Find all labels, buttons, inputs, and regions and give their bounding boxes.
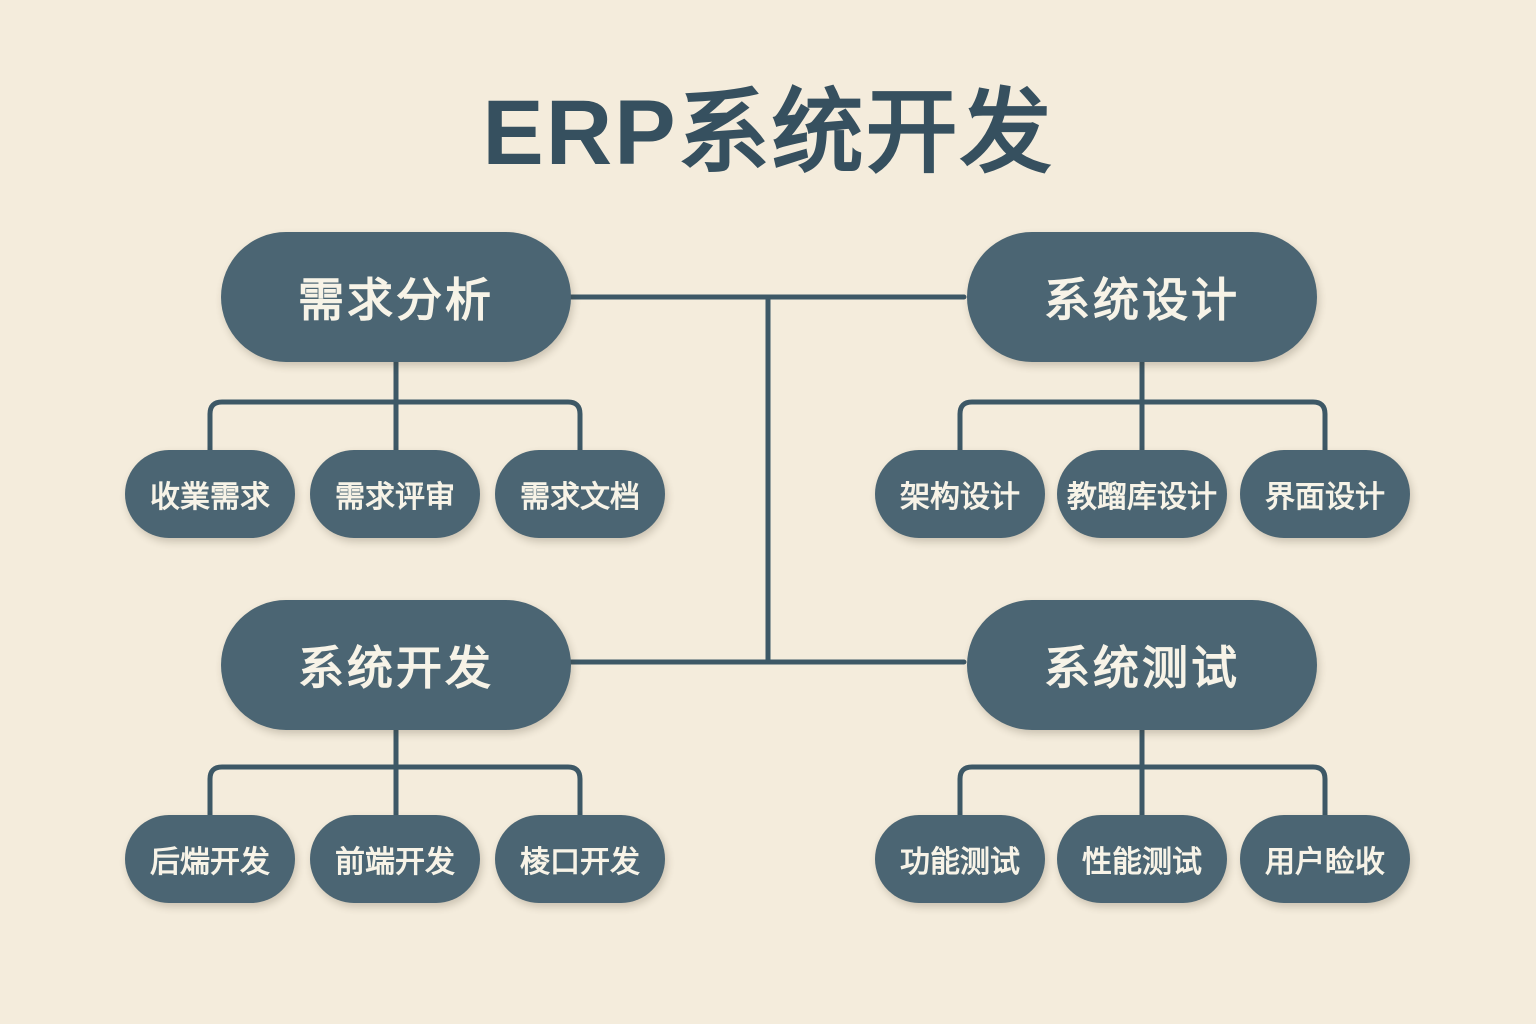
node-database-design: 教蹓库设计 (1057, 450, 1227, 538)
node-label: 性能测试 (1082, 846, 1202, 879)
node-system-development: 系统开发 (221, 600, 571, 730)
node-system-design: 系统设计 (967, 232, 1317, 362)
node-label: 系统测试 (1044, 642, 1240, 694)
node-requirements-review: 需求评审 (310, 450, 480, 538)
node-api-development: 棱口开发 (495, 815, 665, 903)
node-label: 需求文档 (520, 481, 640, 514)
node-collect-requirements: 收業需求 (125, 450, 295, 538)
node-interface-design: 界面设计 (1240, 450, 1410, 538)
node-system-testing: 系统测试 (967, 600, 1317, 730)
node-label: 棱口开发 (520, 846, 640, 879)
node-label: 用户睑收 (1265, 846, 1385, 879)
node-frontend-development: 前端开发 (310, 815, 480, 903)
node-label: 系统设计 (1044, 274, 1240, 326)
node-architecture-design: 架构设计 (875, 450, 1045, 538)
node-label: 需求评审 (335, 481, 455, 514)
node-performance-testing: 性能测试 (1057, 815, 1227, 903)
node-label: 教蹓库设计 (1067, 481, 1217, 514)
node-user-acceptance: 用户睑收 (1240, 815, 1410, 903)
page-title: ERP系统开发 (482, 82, 1054, 184)
node-label: 收業需求 (150, 481, 270, 514)
node-functional-testing: 功能测试 (875, 815, 1045, 903)
bracket-branch-0 (207, 399, 583, 453)
node-requirements-document: 需求文档 (495, 450, 665, 538)
node-label: 前端开发 (335, 846, 455, 879)
node-label: 界面设计 (1265, 481, 1385, 514)
node-label: 后煓开发 (150, 846, 270, 879)
node-label: 需求分析 (298, 274, 494, 326)
node-label: 系统开发 (298, 642, 494, 694)
node-label: 功能测试 (900, 846, 1020, 879)
bracket-branch-3 (957, 764, 1328, 818)
bracket-branch-1 (957, 399, 1328, 453)
bracket-branch-2 (207, 764, 583, 818)
node-backend-development: 后煓开发 (125, 815, 295, 903)
node-label: 架构设计 (900, 481, 1020, 514)
node-requirements-analysis: 需求分析 (221, 232, 571, 362)
